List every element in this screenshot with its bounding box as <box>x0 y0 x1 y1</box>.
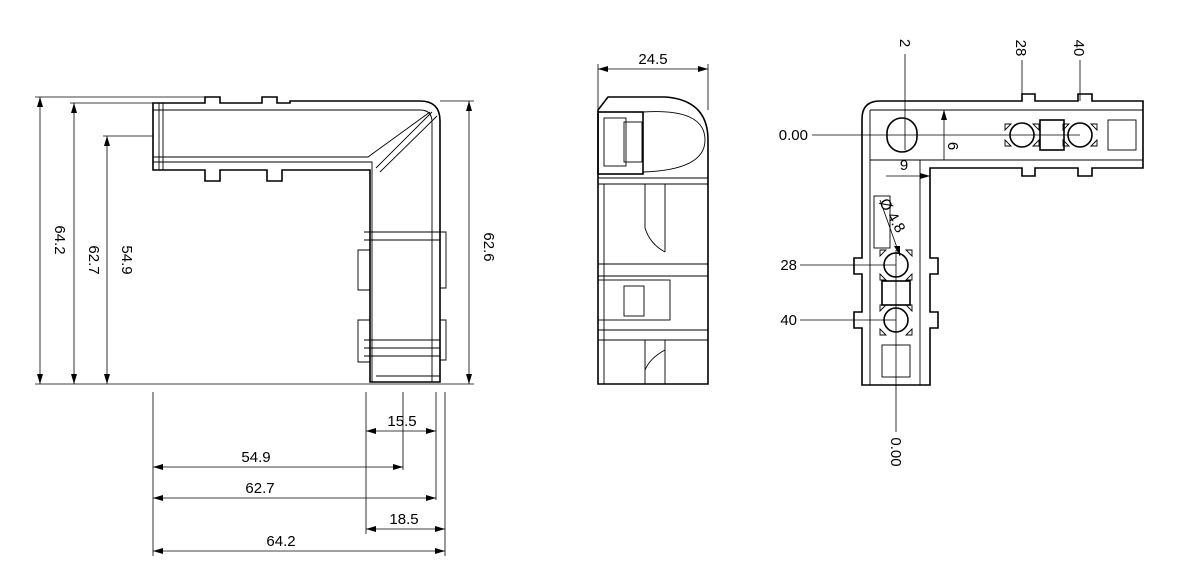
dim-width-62-7-label: 62.7 <box>245 480 274 497</box>
front-view-clip-left-lower <box>357 319 370 363</box>
side-view-outline <box>597 96 709 385</box>
dim-height-54-9-label: 54.9 <box>118 245 135 274</box>
top-view-end-slot-h <box>1107 119 1137 151</box>
dim-width-18-5-label: 18.5 <box>389 511 418 528</box>
dim-height-62-6-label: 62.6 <box>480 232 497 261</box>
side-view-clip-inner <box>623 285 645 317</box>
side-view-cap <box>597 111 644 175</box>
top-view-bar-1 <box>873 195 891 249</box>
front-view: 64.2 62.7 54.9 62.6 15.5 <box>35 96 497 556</box>
dim-width-15-5-label: 15.5 <box>387 413 416 430</box>
front-view-outline <box>152 96 441 383</box>
dim-width-54-9: 54.9 <box>153 449 403 470</box>
front-view-miter-2 <box>379 115 438 173</box>
side-view-clip <box>597 279 671 321</box>
label-9: 9 <box>900 157 908 174</box>
side-view-cap-inner <box>603 117 627 167</box>
dim-6-arrow <box>941 110 947 120</box>
front-view-clip-left-upper <box>357 249 370 291</box>
dim-width-62-7: 62.7 <box>153 480 436 501</box>
dim-9-arrow <box>920 173 930 179</box>
dim-height-62-7-label: 62.7 <box>85 245 102 274</box>
label-2: 2 <box>896 39 913 47</box>
top-view: 2 28 40 0.00 6 9 Ø 4.8 28 40 0.00 <box>779 39 1144 467</box>
front-view-inner-top <box>153 109 433 382</box>
label-6: 6 <box>944 142 961 150</box>
front-view-inner-mid <box>153 111 431 158</box>
label-x28: 28 <box>1012 40 1029 57</box>
dim-height-62-7: 62.7 <box>71 103 102 384</box>
dim-side-width: 24.5 <box>598 51 708 72</box>
dim-width-18-5: 18.5 <box>366 511 445 532</box>
label-origin-x: 0.00 <box>887 437 904 466</box>
leader-diameter-arrow <box>894 246 900 256</box>
side-view-cap-inner-2 <box>623 121 643 163</box>
dim-width-54-9-label: 54.9 <box>241 449 270 466</box>
side-view-curve <box>644 227 666 253</box>
dim-height-64-2-label: 64.2 <box>51 225 68 254</box>
dim-height-62-6: 62.6 <box>466 101 497 384</box>
dim-side-width-label: 24.5 <box>638 51 667 68</box>
side-view-cap-round <box>642 111 706 173</box>
front-view-clip-right-lower <box>440 319 447 361</box>
side-view: 24.5 <box>597 51 709 385</box>
dim-height-54-9: 54.9 <box>104 136 135 384</box>
top-view-triangles <box>879 123 1098 336</box>
label-y40: 40 <box>780 312 797 329</box>
label-x40: 40 <box>1070 40 1087 57</box>
label-origin-y: 0.00 <box>779 127 808 144</box>
label-diameter: Ø 4.8 <box>875 196 908 236</box>
top-view-outline <box>853 93 1144 386</box>
front-view-miter <box>375 111 433 169</box>
label-y28: 28 <box>780 257 797 274</box>
side-view-curve-2 <box>644 349 666 371</box>
dim-width-64-2: 64.2 <box>153 533 445 554</box>
dim-height-64-2: 64.2 <box>37 97 68 384</box>
front-view-clip-right-upper <box>440 231 447 289</box>
front-view-inner-bottom <box>153 161 373 382</box>
top-view-inner <box>869 109 1143 385</box>
dim-width-15-5: 15.5 <box>366 413 436 434</box>
dim-width-64-2-label: 64.2 <box>266 533 295 550</box>
